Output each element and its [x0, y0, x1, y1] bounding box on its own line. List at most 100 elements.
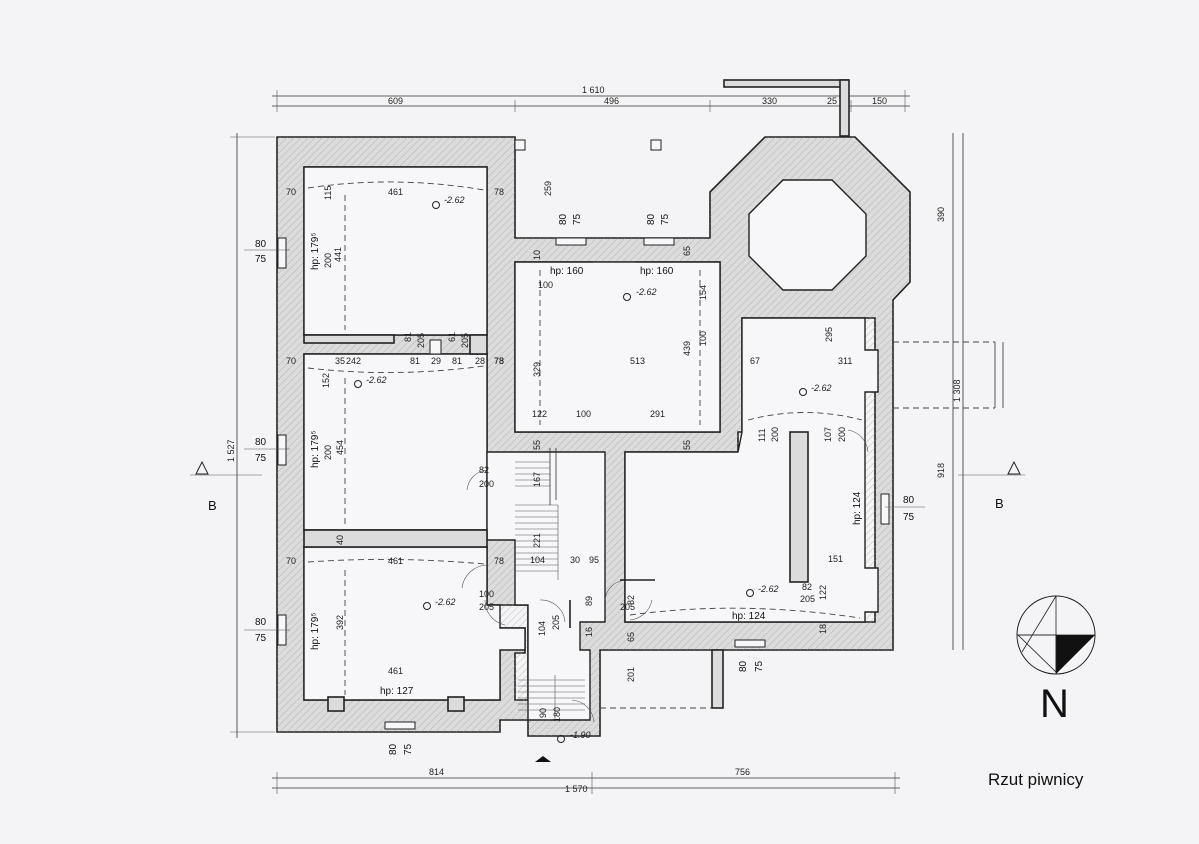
svg-text:80: 80	[255, 239, 267, 250]
rooms	[303, 166, 879, 721]
svg-text:205: 205	[800, 594, 815, 604]
svg-text:152: 152	[321, 373, 331, 388]
svg-text:61: 61	[447, 332, 457, 342]
dim-top-b: 496	[604, 96, 619, 106]
svg-text:115: 115	[323, 186, 333, 200]
svg-text:hp: 179⁵: hp: 179⁵	[310, 612, 321, 650]
svg-text:122: 122	[532, 409, 547, 419]
svg-text:78: 78	[494, 356, 504, 366]
svg-text:80: 80	[738, 660, 749, 672]
svg-text:259: 259	[543, 181, 553, 196]
svg-text:28: 28	[475, 356, 485, 366]
dim-bottom-total: 1 570	[565, 784, 588, 794]
svg-text:-2.62: -2.62	[444, 195, 465, 205]
svg-text:75: 75	[754, 660, 765, 672]
svg-text:100: 100	[698, 331, 708, 346]
svg-text:hp: 124: hp: 124	[732, 611, 766, 622]
height-labels: hp: 179⁵ hp: 179⁵ hp: 179⁵ hp: 160 hp: 1…	[310, 232, 863, 697]
svg-text:205: 205	[479, 602, 494, 612]
section-b-left: B	[208, 498, 217, 513]
svg-text:95: 95	[589, 555, 599, 565]
svg-text:-2.62: -2.62	[636, 287, 657, 297]
svg-text:80: 80	[646, 213, 657, 225]
level-markers: -2.62 -2.62 -2.62 -2.62 -2.62 -2.62 -1.9…	[354, 195, 832, 743]
svg-text:80: 80	[388, 743, 399, 755]
vault-lines	[307, 181, 1004, 709]
svg-text:55: 55	[682, 440, 692, 450]
section-markers: B B	[190, 460, 1025, 513]
svg-text:81: 81	[403, 332, 413, 342]
octagon-room	[748, 179, 867, 291]
svg-text:hp: 124: hp: 124	[852, 491, 863, 525]
svg-text:-2.62: -2.62	[366, 375, 387, 385]
svg-text:295: 295	[824, 327, 834, 342]
svg-text:hp: 127: hp: 127	[380, 686, 414, 697]
svg-text:hp: 160: hp: 160	[550, 266, 584, 277]
svg-text:205: 205	[620, 602, 635, 612]
svg-text:100: 100	[538, 280, 553, 290]
svg-text:-2.62: -2.62	[758, 584, 779, 594]
left-dimensions: 1 527	[226, 133, 275, 738]
dim-bottom-b: 756	[735, 767, 750, 777]
window-labels: 80 75 80 75 80 75 80 75 80 75 80 75 80 7…	[244, 213, 925, 755]
dim-right-c: 918	[936, 463, 946, 478]
svg-text:167: 167	[532, 472, 542, 487]
dim-right-a: 390	[936, 207, 946, 222]
svg-text:81: 81	[452, 356, 462, 366]
svg-text:75: 75	[660, 213, 671, 225]
entry-arrow	[535, 756, 551, 762]
svg-text:16: 16	[584, 627, 594, 637]
svg-text:75: 75	[255, 254, 267, 265]
svg-text:291: 291	[650, 409, 665, 419]
svg-text:78: 78	[494, 187, 504, 197]
svg-text:75: 75	[903, 512, 915, 523]
svg-text:10: 10	[532, 250, 542, 260]
svg-text:75: 75	[572, 213, 583, 225]
svg-text:75: 75	[403, 743, 414, 755]
svg-text:439: 439	[682, 341, 692, 356]
svg-text:30: 30	[570, 555, 580, 565]
svg-text:82: 82	[626, 595, 636, 605]
partitions	[303, 139, 809, 712]
svg-text:75: 75	[255, 453, 267, 464]
svg-text:205: 205	[416, 333, 426, 348]
svg-text:75: 75	[255, 633, 267, 644]
svg-text:200: 200	[479, 479, 494, 489]
door-swings	[461, 429, 869, 723]
top-dimensions: 1 610 609 496 330 25 150	[272, 85, 910, 112]
svg-text:67: 67	[750, 356, 760, 366]
svg-text:392: 392	[335, 615, 345, 630]
svg-text:151: 151	[828, 554, 843, 564]
stair-hall	[486, 451, 606, 721]
svg-text:100: 100	[479, 589, 494, 599]
svg-text:107: 107	[823, 427, 833, 442]
svg-text:80: 80	[558, 213, 569, 225]
svg-text:200: 200	[770, 427, 780, 442]
svg-text:205: 205	[551, 615, 561, 630]
svg-text:78: 78	[494, 356, 504, 366]
svg-text:78: 78	[494, 556, 504, 566]
drawing-title: Rzut piwnicy	[988, 770, 1084, 789]
svg-text:70: 70	[286, 187, 296, 197]
svg-text:18: 18	[818, 624, 828, 634]
svg-text:-1.90: -1.90	[570, 730, 591, 740]
svg-text:-2.62: -2.62	[435, 597, 456, 607]
svg-text:80: 80	[903, 495, 915, 506]
svg-text:180: 180	[552, 707, 562, 722]
chimney-top	[723, 79, 849, 88]
dim-right-b: 1 308	[952, 379, 962, 402]
right-dimensions: 390 1 308 918	[936, 133, 964, 650]
svg-text:65: 65	[626, 632, 636, 642]
svg-text:hp: 160: hp: 160	[640, 266, 674, 277]
svg-text:205: 205	[460, 333, 470, 348]
room-dimensions: 461 441 70 115 78 70 242 152 35 81 29 81…	[286, 181, 852, 722]
svg-text:201: 201	[626, 667, 636, 682]
room-w	[303, 353, 488, 531]
svg-text:221: 221	[532, 533, 542, 548]
stairs	[515, 448, 585, 762]
dim-top-total: 1 610	[582, 85, 605, 95]
svg-text:70: 70	[286, 356, 296, 366]
dim-top-d: 25	[827, 96, 837, 106]
svg-text:200: 200	[837, 427, 847, 442]
